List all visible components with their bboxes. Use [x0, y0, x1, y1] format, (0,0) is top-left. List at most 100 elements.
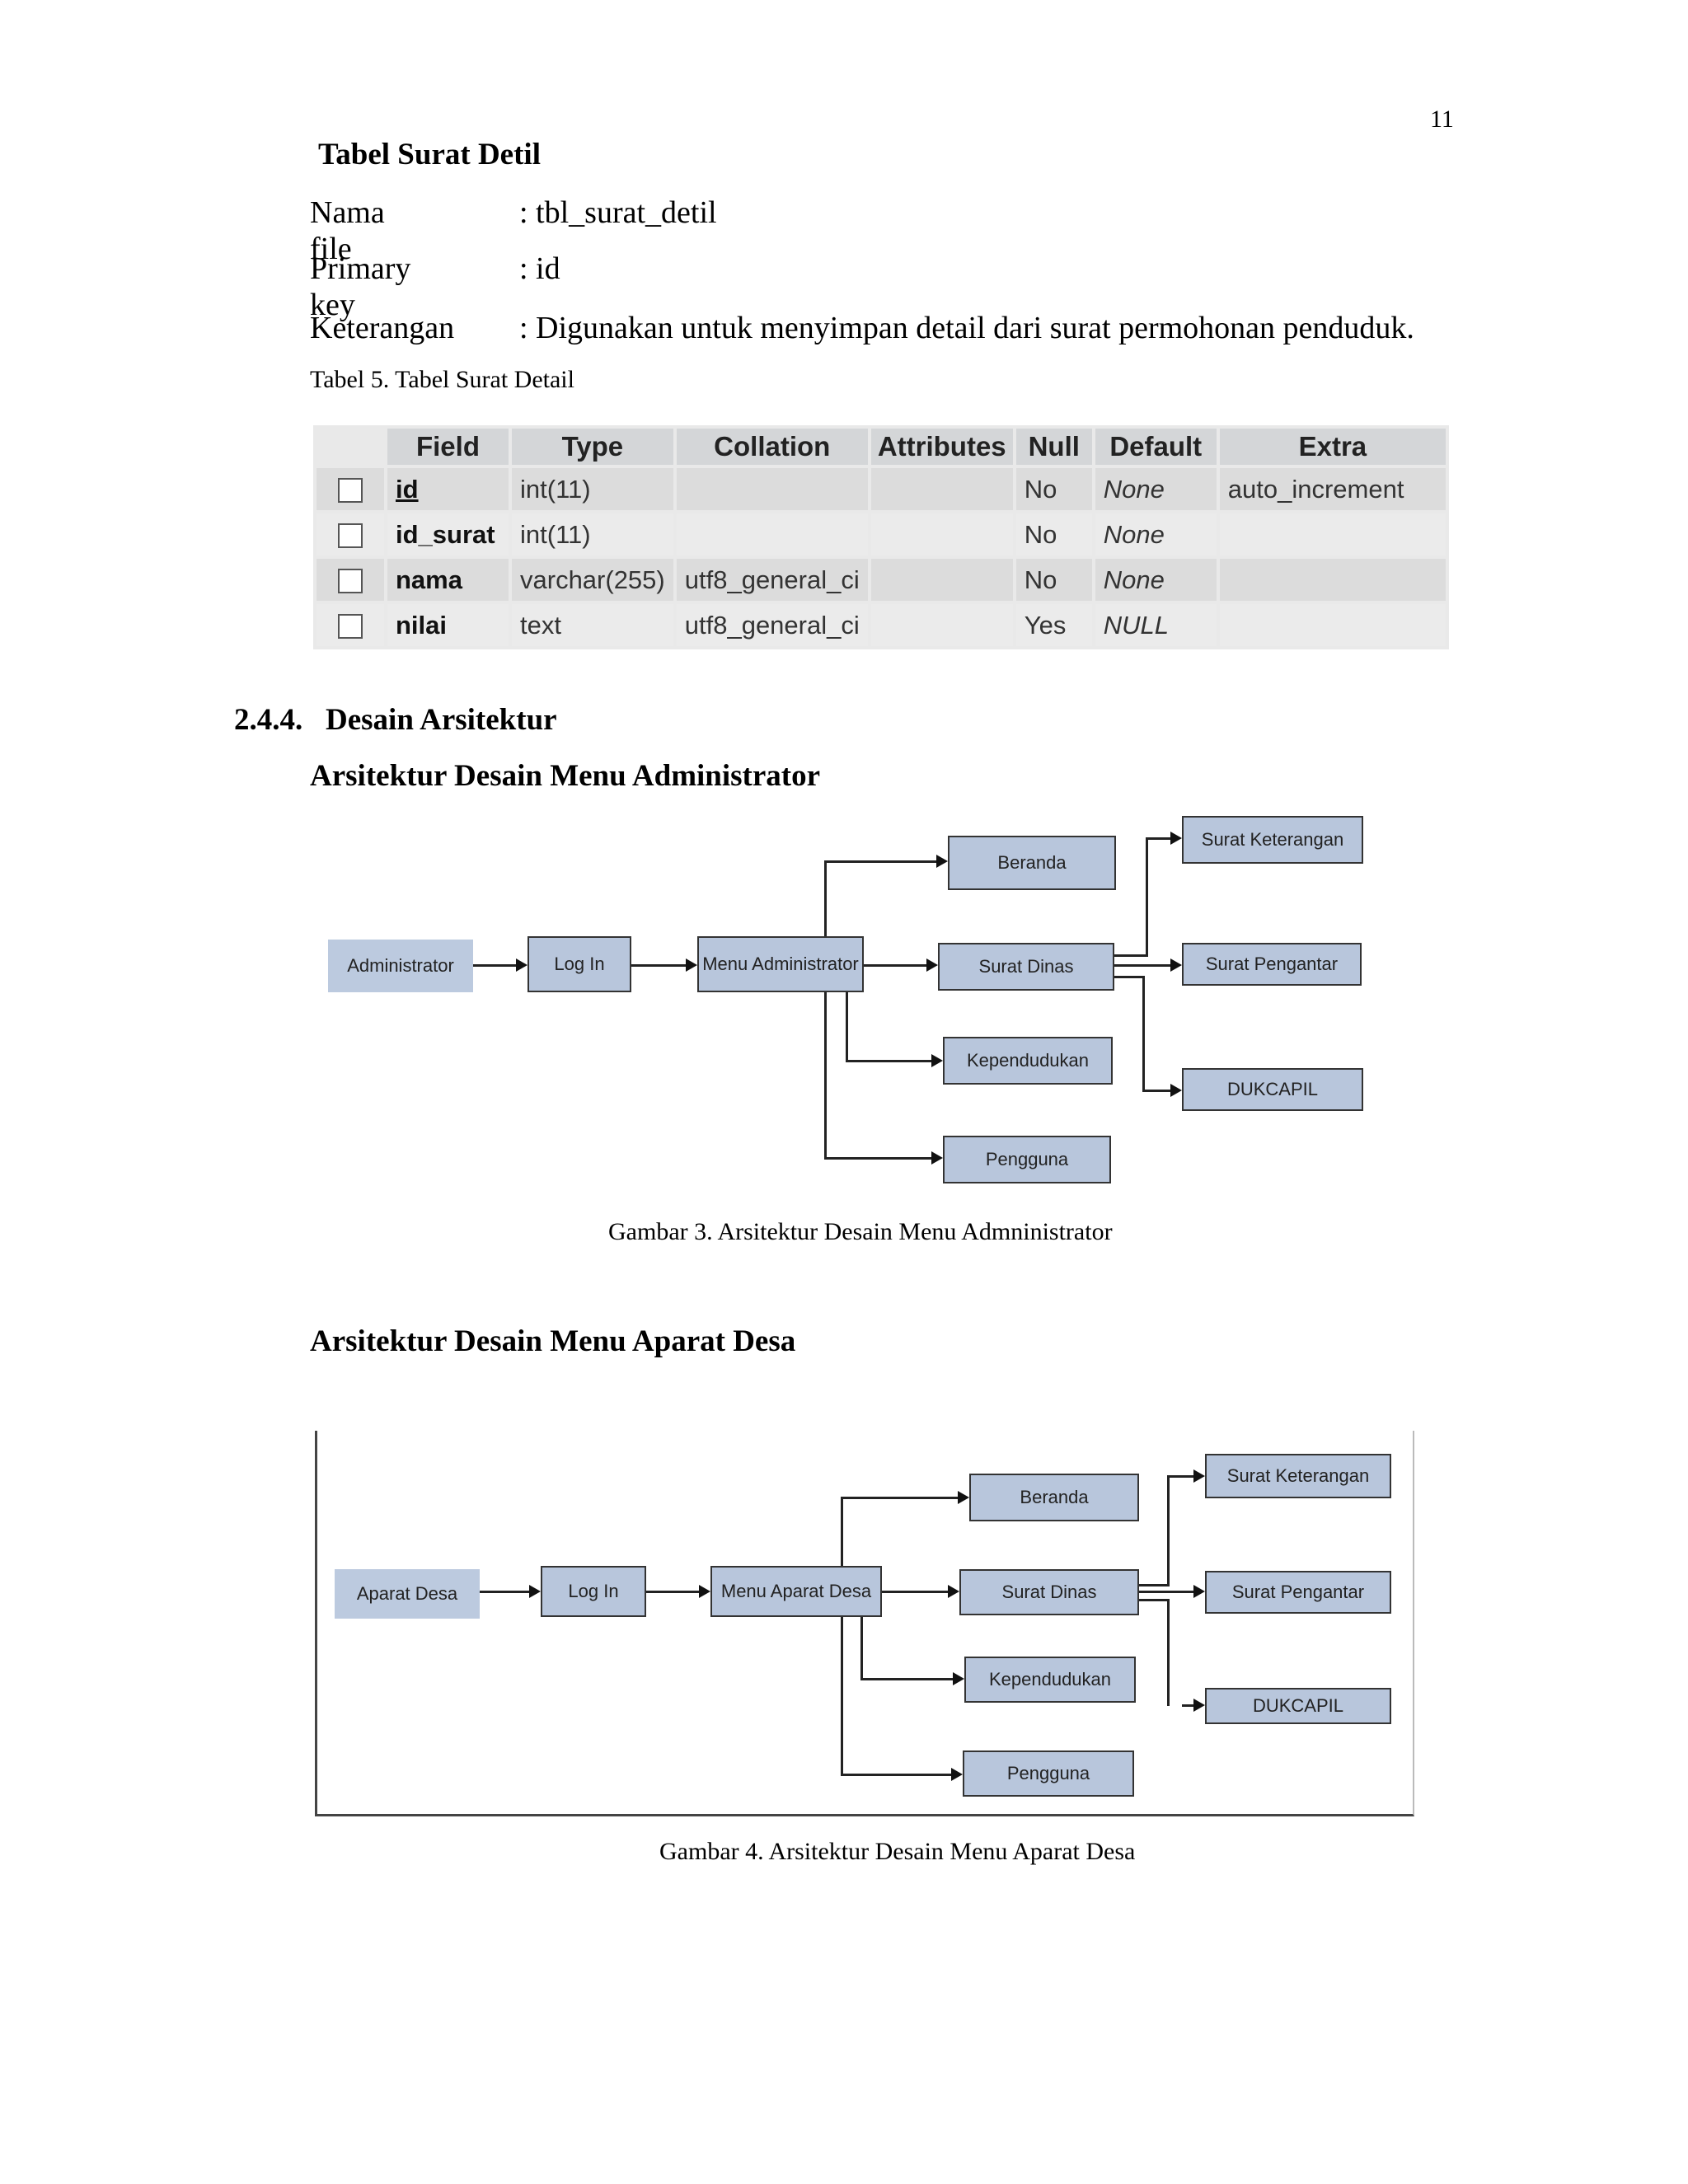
row-select-cell[interactable]: [316, 468, 384, 510]
table-row: nama varchar(255) utf8_general_ci No Non…: [316, 559, 1446, 601]
connector: [860, 1678, 954, 1680]
arrow-icon: [936, 855, 948, 868]
row-select-cell[interactable]: [316, 513, 384, 555]
arrow-icon: [953, 1672, 964, 1685]
box-pengguna: Pengguna: [963, 1750, 1134, 1797]
connector: [860, 1617, 863, 1680]
diagram-frame: [315, 1431, 1414, 1816]
box-surat-pengantar: Surat Pengantar: [1205, 1571, 1391, 1614]
connector: [841, 1497, 843, 1566]
arrow-icon: [1193, 1469, 1205, 1483]
box-menu-aparat-desa: Menu Aparat Desa: [710, 1566, 882, 1617]
table-row: nilai text utf8_general_ci Yes NULL: [316, 604, 1446, 646]
cell-collation: utf8_general_ci: [676, 559, 868, 601]
admin-diagram-caption: Gambar 3. Arsitektur Desain Menu Admnini…: [608, 1218, 1113, 1245]
box-beranda: Beranda: [969, 1474, 1139, 1521]
connector: [480, 1591, 531, 1593]
connector: [841, 1617, 843, 1775]
arrow-icon: [948, 1585, 959, 1598]
connector: [1142, 976, 1145, 1091]
arrow-icon: [931, 1054, 943, 1067]
section-number: 2.4.4.: [234, 703, 303, 737]
arrow-icon: [1193, 1585, 1205, 1598]
cell-collation: [676, 468, 868, 510]
arrow-icon: [1170, 958, 1182, 972]
connector: [1114, 976, 1144, 978]
box-login: Log In: [541, 1566, 646, 1617]
box-administrator: Administrator: [328, 940, 473, 992]
row-checkbox[interactable]: [338, 569, 363, 594]
box-beranda: Beranda: [948, 836, 1116, 890]
meta-value: : id: [519, 251, 560, 286]
cell-type: text: [512, 604, 673, 646]
aparat-diagram-caption: Gambar 4. Arsitektur Desain Menu Aparat …: [659, 1838, 1136, 1865]
column-header: Extra: [1219, 429, 1446, 465]
cell-attributes: [870, 513, 1013, 555]
table-row: id_surat int(11) No None: [316, 513, 1446, 555]
box-pengguna: Pengguna: [943, 1136, 1111, 1183]
meta-label: Keterangan: [310, 311, 455, 345]
row-select-cell[interactable]: [316, 559, 384, 601]
row-checkbox[interactable]: [338, 478, 363, 504]
arrow-icon: [1170, 832, 1182, 845]
table-header-row: Field Type Collation Attributes Null Def…: [316, 429, 1446, 465]
connector: [1182, 1704, 1195, 1707]
arrow-icon: [529, 1585, 541, 1598]
connector: [473, 964, 518, 967]
cell-field: nama: [387, 559, 509, 601]
cell-type: int(11): [512, 513, 673, 555]
cell-default: None: [1095, 513, 1217, 555]
cell-type: int(11): [512, 468, 673, 510]
meta-value: : tbl_surat_detil: [519, 195, 717, 230]
connector: [841, 1497, 959, 1499]
connector: [1114, 964, 1172, 967]
box-login: Log In: [528, 936, 631, 992]
connector: [824, 860, 827, 936]
column-header: Default: [1095, 429, 1217, 465]
arrow-icon: [686, 958, 697, 972]
box-dukcapil: DUKCAPIL: [1205, 1688, 1391, 1724]
cell-default: None: [1095, 468, 1217, 510]
column-header: Null: [1015, 429, 1092, 465]
row-checkbox[interactable]: [338, 523, 363, 549]
connector: [846, 1060, 933, 1062]
row-checkbox[interactable]: [338, 614, 363, 640]
arrow-icon: [1193, 1699, 1205, 1712]
section-heading: 2.4.4. Desain Arsitektur: [234, 702, 557, 738]
connector: [824, 860, 938, 863]
box-kependudukan: Kependudukan: [943, 1037, 1113, 1085]
table-caption: Tabel 5. Tabel Surat Detail: [310, 366, 574, 393]
cell-collation: utf8_general_ci: [676, 604, 868, 646]
connector: [1167, 1475, 1170, 1586]
arrow-icon: [958, 1491, 969, 1504]
connector: [824, 1157, 933, 1160]
box-surat-keterangan: Surat Keterangan: [1182, 816, 1363, 864]
cell-default: None: [1095, 559, 1217, 601]
column-header: Collation: [676, 429, 868, 465]
table-title: Tabel Surat Detil: [318, 138, 541, 171]
connector: [646, 1591, 701, 1593]
connector: [1167, 1475, 1195, 1478]
box-surat-dinas: Surat Dinas: [938, 943, 1114, 991]
box-aparat-desa: Aparat Desa: [335, 1569, 480, 1619]
arrow-icon: [926, 958, 938, 972]
connector: [1146, 837, 1172, 840]
cell-field: id: [387, 468, 509, 510]
cell-collation: [676, 513, 868, 555]
arrow-icon: [516, 958, 528, 972]
connector: [1139, 1599, 1169, 1601]
cell-extra: [1219, 604, 1446, 646]
meta-label: Primary key: [310, 251, 411, 322]
row-select-cell[interactable]: [316, 604, 384, 646]
arrow-icon: [699, 1585, 710, 1598]
admin-diagram-heading: Arsitektur Desain Menu Administrator: [310, 759, 821, 793]
arrow-icon: [951, 1768, 963, 1781]
checkbox-header: [316, 429, 384, 465]
connector: [1142, 1090, 1172, 1092]
connector: [882, 1591, 950, 1593]
box-kependudukan: Kependudukan: [964, 1657, 1136, 1703]
connector: [824, 992, 827, 1159]
table-row: id int(11) No None auto_increment: [316, 468, 1446, 510]
cell-extra: auto_increment: [1219, 468, 1446, 510]
connector: [1139, 1591, 1195, 1593]
